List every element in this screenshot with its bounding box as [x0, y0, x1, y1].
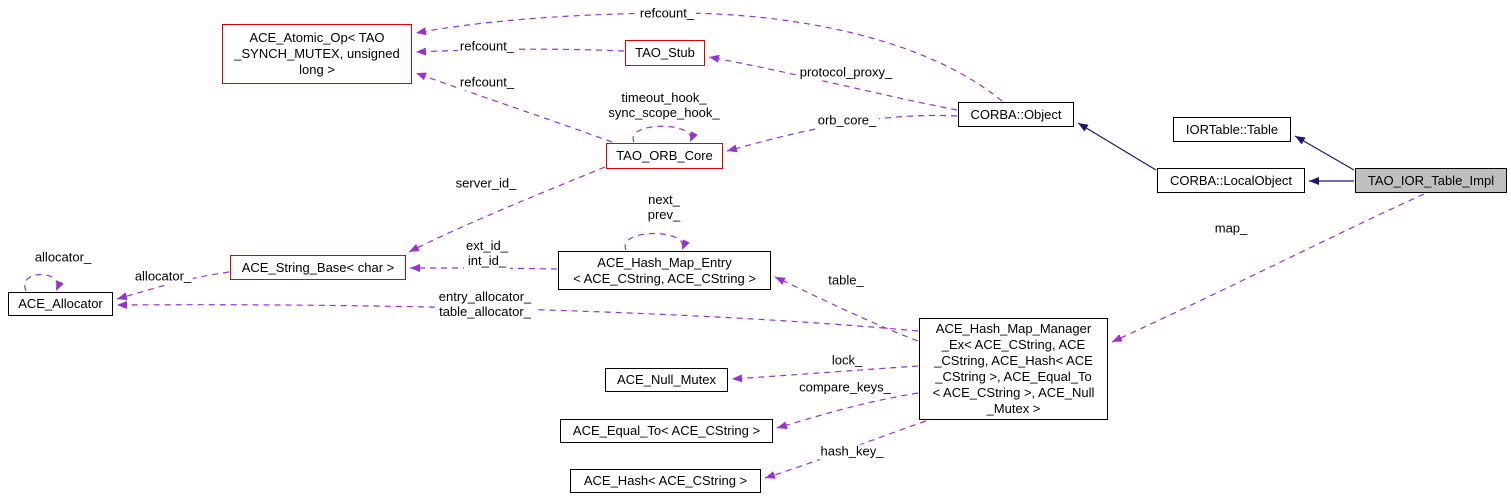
edge-label-table: table_ — [826, 272, 866, 289]
edge-entry-self-loop — [624, 232, 690, 251]
node-iortable-table[interactable]: IORTable::Table — [1173, 117, 1291, 142]
node-ace-allocator[interactable]: ACE_Allocator — [8, 292, 113, 316]
edge-compare-keys — [776, 392, 919, 430]
node-tao-stub[interactable]: TAO_Stub — [625, 40, 705, 66]
edge-inherit-impl-iortable — [1294, 135, 1355, 171]
node-ace-hash[interactable]: ACE_Hash< ACE_CString > — [570, 469, 761, 493]
edge-label-entry-table-allocator: entry_allocator_ table_allocator_ — [436, 289, 534, 320]
edge-entry-table-allocator — [116, 300, 919, 332]
edge-table — [774, 276, 919, 342]
edge-label-server-id: server_id_ — [453, 175, 519, 192]
edge-map — [1111, 193, 1425, 343]
edge-label-compare-keys: compare_keys_ — [797, 379, 893, 396]
edge-refcount-stub-atomicop — [415, 47, 625, 56]
edge-server-id — [408, 166, 606, 253]
node-ace-hash-map-manager-ex[interactable]: ACE_Hash_Map_Manager _Ex< ACE_CString, A… — [919, 318, 1108, 420]
edge-label-hash-key: hash_key_ — [818, 443, 886, 460]
node-tao-orb-core[interactable]: TAO_ORB_Core — [606, 143, 723, 169]
edge-label-lock: lock_ — [829, 352, 865, 369]
node-corba-object[interactable]: CORBA::Object — [958, 102, 1074, 127]
edge-lock — [731, 365, 919, 383]
node-tao-ior-table-impl: TAO_IOR_Table_Impl — [1355, 168, 1507, 193]
node-ace-string-base[interactable]: ACE_String_Base< char > — [230, 255, 406, 280]
edge-refcount-orbcore-atomicop — [415, 72, 613, 143]
node-ace-equal-to[interactable]: ACE_Equal_To< ACE_CString > — [560, 419, 773, 443]
edge-label-refcount-top: refcount_ — [637, 5, 697, 22]
edge-label-refcount-orb: refcount_ — [457, 74, 517, 91]
edge-label-next-prev: next_ prev_ — [645, 192, 683, 223]
edge-label-ext-int-id: ext_id_ int_id_ — [464, 238, 510, 269]
edge-protocol-proxy — [708, 54, 958, 111]
edge-allocator-self-loop — [24, 273, 64, 292]
edge-ext-int-id — [409, 264, 558, 273]
edge-label-allocator: allocator_ — [132, 268, 194, 285]
node-ace-null-mutex[interactable]: ACE_Null_Mutex — [605, 368, 728, 392]
node-ace-atomic-op[interactable]: ACE_Atomic_Op< TAO _SYNCH_MUTEX, unsigne… — [222, 24, 412, 84]
edge-label-protocol-proxy: protocol_proxy_ — [797, 64, 895, 81]
edge-inherit-localobject-object — [1077, 122, 1157, 171]
edge-label-allocator-self: allocator_ — [32, 249, 94, 266]
edge-orbcore-self-loop — [632, 125, 698, 143]
node-ace-hash-map-entry[interactable]: ACE_Hash_Map_Entry < ACE_CString, ACE_CS… — [558, 251, 771, 290]
node-corba-localobject[interactable]: CORBA::LocalObject — [1157, 168, 1305, 193]
edge-label-timeout-sync-hooks: timeout_hook_ sync_scope_hook_ — [606, 90, 722, 121]
edge-label-refcount-stub: refcount_ — [457, 38, 517, 55]
edge-label-orb-core: orb_core_ — [815, 112, 879, 129]
edge-label-map: map_ — [1212, 220, 1250, 237]
